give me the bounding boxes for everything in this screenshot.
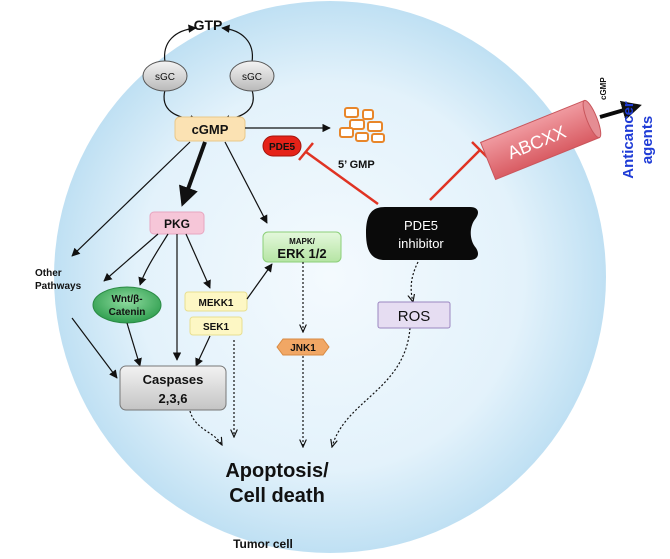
other-pathways-label-2: Pathways: [35, 281, 82, 292]
pde5-inhibitor-label-2: inhibitor: [398, 236, 444, 251]
anticancer-label-1: Anticancer: [620, 101, 637, 179]
tumor-cell-label: Tumor cell: [233, 537, 293, 551]
sek1-node: [189, 316, 243, 336]
sgc-left-label: sGC: [155, 72, 175, 83]
caspases-label-2: 2,3,6: [159, 391, 188, 406]
pkg-to-wnt-arrow: [138, 233, 169, 286]
cgmp-to-pkg-arrow: [179, 141, 207, 207]
other-pathways-to-caspases-arrow: [71, 317, 118, 379]
sgc-left-node: [142, 60, 188, 92]
efflux-arrow: [599, 100, 642, 121]
sgc-right-label: sGC: [242, 72, 262, 83]
sgc-left-to-gtp-arrow: [164, 24, 197, 63]
5gmp-label: 5’ GMP: [338, 159, 375, 171]
caspases-label-1: Caspases: [143, 372, 204, 387]
jnk1-node: [276, 338, 330, 356]
pkg-to-mekk1-arrow: [185, 233, 211, 289]
jnk1-label: JNK1: [290, 343, 316, 354]
wnt-label-1: Wnt/β-: [111, 294, 142, 305]
other-pathways-label-1: Other: [35, 268, 62, 279]
anticancer-label-2: agents: [639, 116, 656, 164]
sek1-to-caspases-arrow: [195, 335, 211, 367]
pde5-inhibition-line: [305, 150, 379, 206]
mekk1-label: MEKK1: [198, 298, 233, 309]
cgmp-label: cGMP: [192, 122, 229, 137]
cgmp-node: [174, 116, 246, 142]
cgmp-to-other-pathways-arrow: [71, 141, 191, 257]
mapk-erk-node: [262, 231, 342, 263]
sek1-label: SEK1: [203, 322, 230, 333]
ros-to-apoptosis-dotted-arrow: [332, 327, 411, 447]
pde5i-to-ros-dotted-arrow: [411, 261, 419, 302]
caspases-node: [119, 365, 227, 411]
pde5-inhibitor-node: [366, 207, 478, 260]
ros-label: ROS: [398, 308, 431, 325]
sgc-right-to-gtp-arrow: [221, 24, 253, 63]
pde5-inhibition-bar: [298, 142, 314, 161]
tumor-cell-membrane: [54, 1, 606, 553]
gtp-label: GTP: [194, 17, 223, 33]
pkg-label: PKG: [164, 217, 190, 231]
5gmp-molecule-icon: [339, 107, 385, 143]
pkg-to-caspases-left-arrow: [103, 233, 159, 282]
caspases-to-apoptosis-dotted-arrow: [189, 410, 222, 445]
cgmp-to-mapk-arrow: [224, 141, 268, 224]
pde5-enzyme-label: PDE5: [269, 142, 296, 153]
abcxx-end-cap: [582, 99, 602, 139]
apoptosis-label-1: Apoptosis/: [225, 460, 329, 482]
pde5-enzyme-node: [262, 135, 302, 157]
mekk1-node: [184, 291, 248, 312]
sgc-right-node: [229, 60, 275, 92]
ros-node: [377, 301, 451, 329]
abcxx-inhibition-line: [429, 149, 481, 201]
pde5-inhibitor-label-1: PDE5: [404, 218, 438, 233]
mapk-label-1: MAPK/: [289, 237, 316, 246]
wnt-label-2: Catenin: [109, 307, 146, 318]
cgmp-efflux-label: cGMP: [599, 77, 608, 100]
mapk-label-2: ERK 1/2: [277, 246, 326, 261]
mekk1-to-mapk-arrow: [246, 263, 273, 300]
apoptosis-label-2: Cell death: [229, 485, 325, 507]
wnt-to-caspases-arrow: [126, 322, 142, 367]
